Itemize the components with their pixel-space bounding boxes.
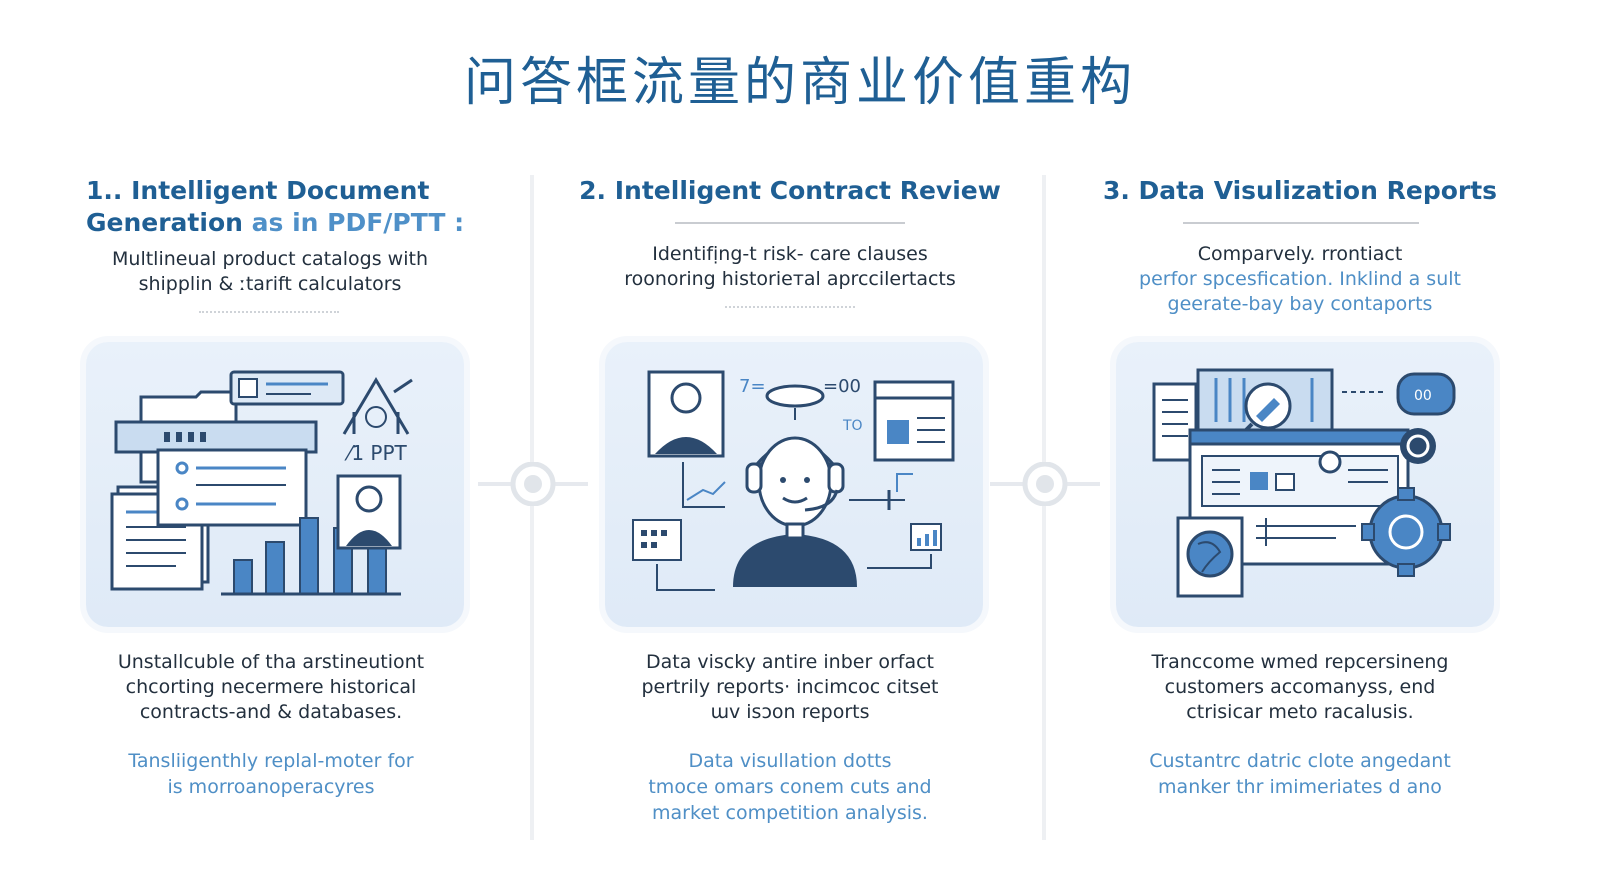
subtitle-line-blue: geerate-bay bay contaports: [1167, 293, 1433, 315]
page-title: 问答框流量的商业价值重构: [463, 53, 1136, 113]
heading-line: 1.. Intelligent Document: [86, 176, 430, 205]
column-accent-text: Tansliigenthly replal-moter for is morro…: [36, 748, 506, 800]
column-divider-right: [1042, 175, 1046, 840]
connector-ring-right: [990, 462, 1100, 506]
contract-review-illustration: 7= =00 TO: [632, 370, 955, 591]
illustration-panel-documents: ⁄1 PPT: [86, 342, 464, 627]
subtitle-line: shipplin & ːtarift calculators: [138, 273, 402, 295]
column-subtitle: Multlineual product catalogs with shippl…: [86, 247, 454, 297]
heading-line: 3. Data Visulization Reports: [1102, 176, 1498, 205]
body-line: Data viscky antire inber orfact: [645, 651, 934, 673]
data-visualization-illustration: 00: [1152, 368, 1456, 598]
body-line: customers accomanyss, end: [1164, 676, 1436, 698]
accent-line: Tansliigenthly replal-moter for: [128, 750, 414, 772]
heading-rule: [199, 311, 339, 313]
accent-line: Custantrc datric clote angedant: [1149, 750, 1451, 772]
subtitle-line: roonoring historieтal aprccilertacts: [624, 268, 956, 290]
formula-label: =00: [823, 376, 861, 397]
subtitle-line-blue: perfor spcesfication. Inklind a sult: [1139, 268, 1461, 290]
connector-ring-left: [478, 462, 588, 506]
subtitle-rule: [725, 306, 855, 308]
illustration-panel-contract: 7= =00 TO: [605, 342, 983, 627]
heading-rule: [675, 222, 905, 224]
ppt-label: ⁄1 PPT: [344, 441, 408, 465]
subtitle-line: Comparvely. rrontiact: [1197, 243, 1403, 265]
body-line: pertrily reports· incimcoc citset: [641, 676, 939, 698]
column-accent-text: Custantrc datric clote angedant manker t…: [1065, 748, 1535, 800]
column-subtitle: Identifịng-t risk- care clauses roonorin…: [555, 242, 1025, 292]
column-heading: 3. Data Visulization Reports: [1065, 175, 1535, 207]
column-accent-text: Data visullation dotts tmoce omars conem…: [555, 748, 1025, 826]
accent-line: manker thr imimeriates d ano: [1158, 776, 1442, 798]
document-generation-illustration: ⁄1 PPT: [110, 370, 413, 596]
body-line: contracts-and & databases.: [139, 701, 403, 723]
column-subtitle: Comparvely. rrontiact perfor spcesficati…: [1065, 242, 1535, 317]
badge-label: 00: [1414, 388, 1432, 404]
accent-line: market competition analysis.: [652, 802, 928, 824]
body-line: chcorting necermere historical: [125, 676, 417, 698]
accent-line: tmoce omars conem cuts and: [648, 776, 932, 798]
subtitle-line: Multlineual product catalogs with: [112, 248, 428, 270]
formula-label: 7=: [739, 376, 766, 397]
column-body-text: Unstallcuble of tha arstineutiont chcort…: [36, 650, 506, 725]
heading-rule: [1183, 222, 1419, 224]
formula-label: TO: [842, 418, 863, 434]
body-line: Tranccome wmed repcersineng: [1151, 651, 1449, 673]
column-contract-review: 2. Intelligent Contract Review Identifịn…: [555, 175, 1025, 308]
column-body-text: Tranccome wmed repcersineng customers ac…: [1065, 650, 1535, 725]
heading-line-light: as in PDF/PTT :: [242, 208, 465, 237]
heading-line: Generation: [86, 208, 243, 237]
heading-line: 2. Intelligent Contract Review: [579, 176, 1001, 205]
subtitle-line: Identifịng-t risk- care clauses: [652, 243, 928, 265]
illustration-panel-dataviz: 00: [1116, 342, 1494, 627]
body-line: ctrisicar meto racalusis.: [1186, 701, 1414, 723]
column-document-generation: 1.. Intelligent Document Generation as i…: [86, 175, 486, 313]
body-line: ɯv isɔon reports: [710, 701, 870, 723]
body-line: Unstallcuble of tha arstineutiont: [117, 651, 425, 673]
accent-line: is morroanoperacyres: [167, 776, 375, 798]
column-heading: 1.. Intelligent Document Generation as i…: [86, 175, 486, 239]
column-data-visualization: 3. Data Visulization Reports Comparvely.…: [1065, 175, 1535, 317]
column-body-text: Data viscky antire inber orfact pertrily…: [555, 650, 1025, 725]
accent-line: Data visullation dotts: [688, 750, 892, 772]
column-divider-left: [530, 175, 534, 840]
column-heading: 2. Intelligent Contract Review: [555, 175, 1025, 207]
